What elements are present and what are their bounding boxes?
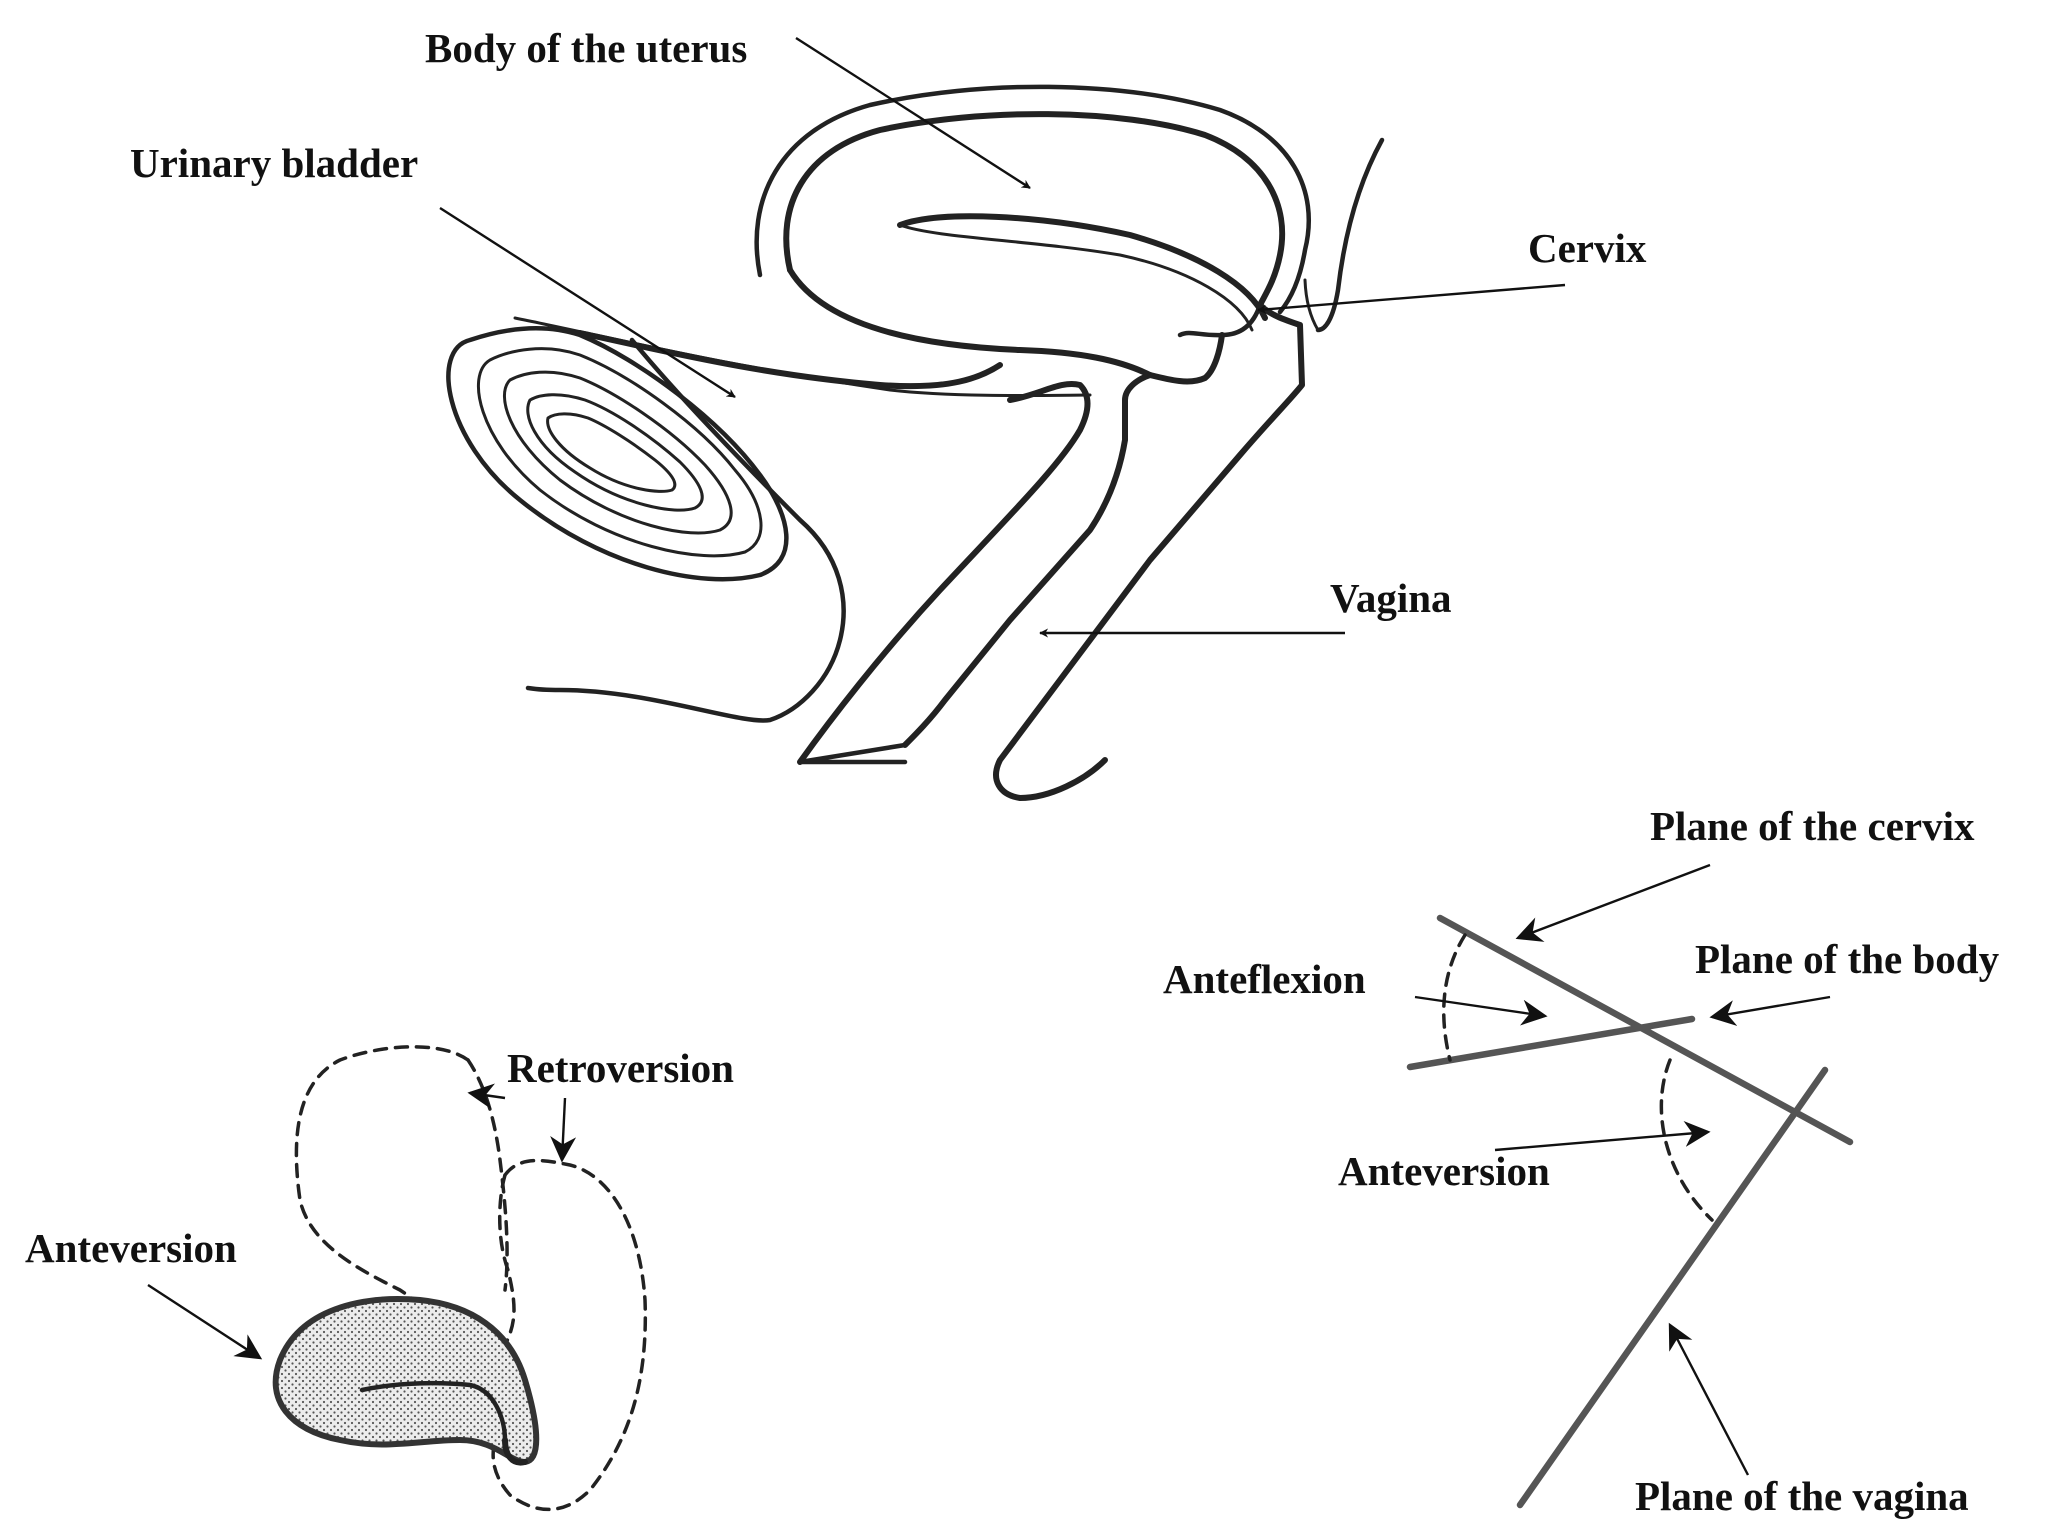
cervix-and-vagina [797, 302, 1305, 801]
sagittal-section: Body of the uterus Urinary bladder Cervi… [130, 25, 1647, 801]
label-plane-of-cervix: Plane of the cervix [1650, 803, 1975, 849]
anteflexion-arc [1442, 933, 1467, 1062]
label-plane-of-body: Plane of the body [1695, 936, 2000, 982]
label-anteflexion: Anteflexion [1163, 956, 1366, 1002]
plane-of-vagina-line [1516, 1066, 1829, 1509]
anteversion-arc [1659, 1058, 1714, 1222]
version-diagram: Retroversion Anteversion [25, 1045, 734, 1512]
label-plane-of-vagina: Plane of the vagina [1635, 1473, 1969, 1519]
anteversion-uterus [272, 1296, 540, 1466]
label-retroversion: Retroversion [507, 1045, 734, 1091]
label-body-of-uterus: Body of the uterus [425, 25, 747, 71]
label-vagina: Vagina [1330, 575, 1452, 621]
label-cervix: Cervix [1528, 225, 1647, 271]
retroversion-outline-2 [491, 1158, 648, 1512]
uterus-body [754, 84, 1311, 385]
label-anteversion-left: Anteversion [25, 1225, 237, 1271]
label-anteversion-right: Anteversion [1338, 1148, 1550, 1194]
plane-of-body-line [1406, 1015, 1696, 1071]
planes-diagram: Plane of the cervix Anteflexion Plane of… [1163, 803, 2000, 1519]
label-urinary-bladder: Urinary bladder [130, 140, 418, 186]
posterior-peritoneum [1303, 137, 1385, 333]
